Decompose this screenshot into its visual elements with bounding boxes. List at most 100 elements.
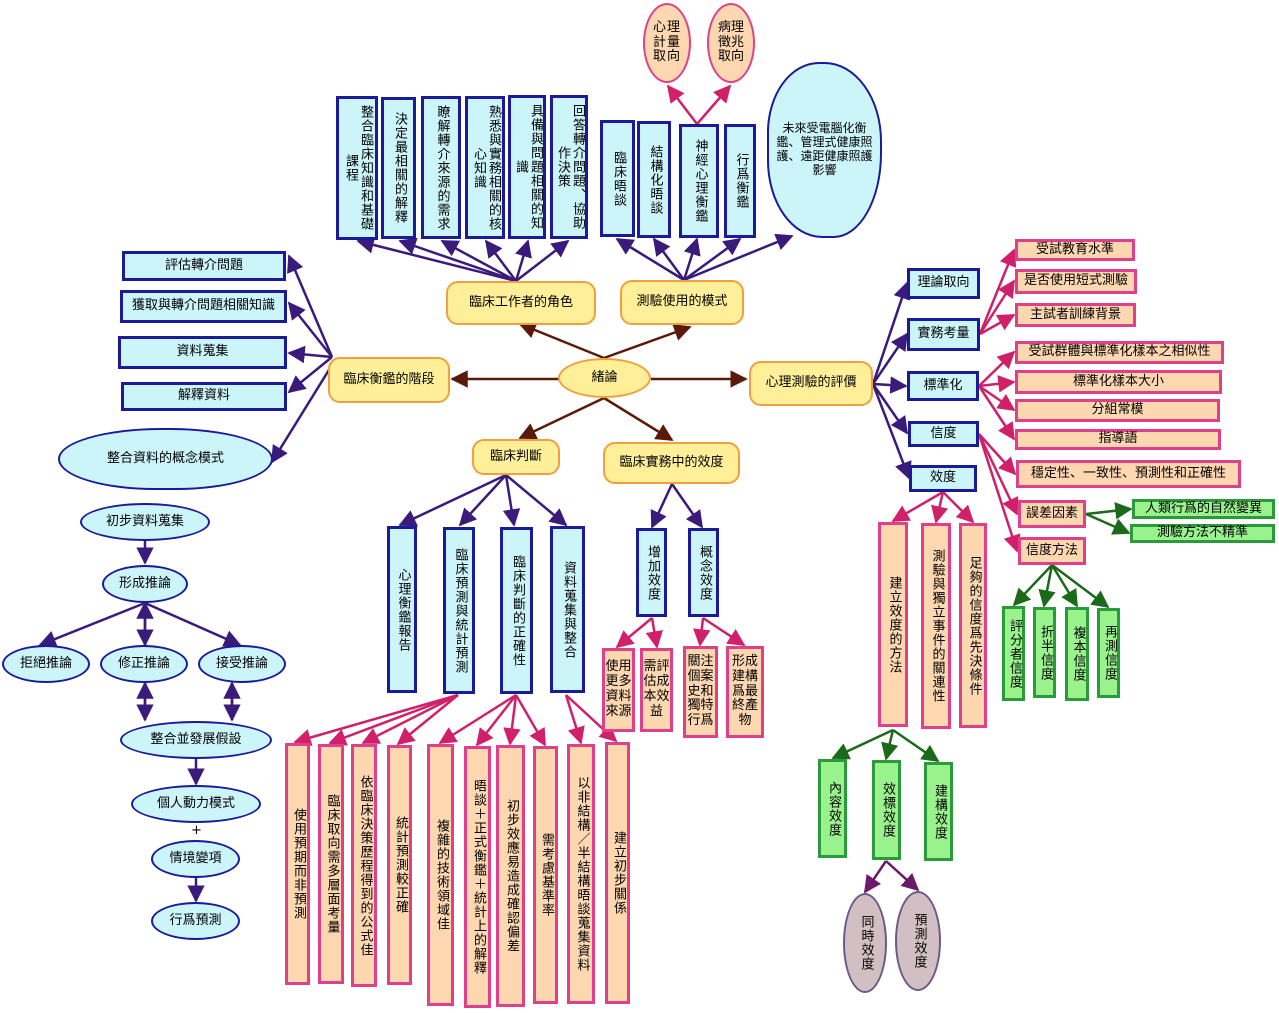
judgment-item[interactable]: 臨床判斷的正確性 (500, 527, 533, 694)
practical-detail[interactable]: 受試教育水準 (1015, 239, 1135, 261)
judgment-detail[interactable]: 需考慮基準率 (533, 746, 558, 1004)
standardization-detail[interactable]: 受試群體與標準化樣本之相似性 (1015, 341, 1224, 364)
topic-validity-practice[interactable]: 臨床實務中的效度 (603, 442, 740, 484)
validity-type[interactable]: 內容效度 (818, 759, 847, 858)
validity-type[interactable]: 效標效度 (872, 760, 901, 860)
connector-arrow (702, 616, 746, 647)
validity-detail[interactable]: 足夠的信度爲先決條件 (959, 523, 987, 728)
model-cloud[interactable]: 未來受電腦化衡鑑、管理式健康照護、遠距健康照護影響 (767, 62, 882, 238)
connector-arrow (328, 693, 459, 746)
topic-role[interactable]: 臨床工作者的角色 (446, 281, 596, 325)
evaluation-item[interactable]: 效度 (909, 465, 977, 492)
connector-arrow (514, 239, 532, 282)
model-item[interactable]: 結構化晤談 (637, 121, 671, 238)
reliability-detail[interactable]: 穩定性、一致性、預測性和正確性 (1016, 460, 1241, 488)
validity-type-label: 效標效度 (879, 782, 895, 838)
role-item[interactable]: 瞭解轉介來源的需求 (421, 96, 461, 239)
validity-practice-item[interactable]: 概念效度 (688, 528, 719, 617)
role-item[interactable]: 整合臨床知識和基礎課程 (336, 96, 378, 240)
topic-judgment[interactable]: 臨床判斷 (472, 439, 560, 475)
model-item[interactable]: 行爲衡鑑 (724, 124, 756, 238)
conceptual-detail[interactable]: 關注個案史和獨特行爲 (683, 646, 718, 738)
flow-initial-label: 初步資料蒐集 (105, 513, 184, 529)
criterion-type[interactable]: 同時效度 (843, 893, 887, 993)
flow-infer-label: 形成推論 (118, 575, 171, 591)
neuro-orientation[interactable]: 病理徵兆取向 (707, 3, 755, 83)
judgment-detail[interactable]: 使用預期而非預測 (285, 743, 310, 985)
flow-integrate[interactable]: 整合並發展假設 (120, 721, 272, 759)
validity-practice-item[interactable]: 增加效度 (636, 528, 667, 617)
evaluation-item-label: 實務考量 (917, 326, 970, 342)
role-item[interactable]: 具備與問題相關的知識 (508, 95, 546, 239)
standardization-detail[interactable]: 標準化樣本大小 (1015, 370, 1222, 394)
role-item[interactable]: 回答轉介問題、協助作決策 (550, 95, 588, 239)
model-item[interactable]: 神經心理衡鑑 (679, 124, 719, 238)
flow-reject[interactable]: 拒絕推論 (2, 645, 90, 683)
connector-arrow (1085, 502, 1133, 520)
judgment-detail[interactable]: 臨床取向需多層面考量 (318, 744, 344, 984)
reliability-method-label: 複本信度 (1070, 626, 1086, 682)
judgment-detail[interactable]: 晤談＋正式衡鑑＋統計上的解釋 (464, 746, 491, 1008)
flow-situational[interactable]: 情境變項 (151, 840, 240, 878)
error-detail[interactable]: 人類行爲的自然變異 (1132, 499, 1275, 519)
error-detail[interactable]: 測驗方法不精準 (1130, 524, 1275, 543)
validity-detail[interactable]: 建立效度的方法 (878, 522, 908, 727)
neuro-orientation[interactable]: 心理計量取向 (643, 3, 691, 83)
criterion-type[interactable]: 預測效度 (895, 891, 941, 991)
flow-revise[interactable]: 修正推論 (100, 645, 188, 683)
evaluation-item[interactable]: 理論取向 (907, 268, 980, 299)
judgment-detail[interactable]: 複雜的技術領域佳 (427, 744, 454, 1006)
flow-infer[interactable]: 形成推論 (102, 565, 188, 603)
reliability-method[interactable]: 評分者信度 (1002, 606, 1025, 701)
role-item[interactable]: 決定最相關的解釋 (381, 97, 416, 239)
stage-bubble[interactable]: 整合資料的概念模式 (58, 428, 273, 490)
stage-item[interactable]: 解釋資料 (121, 382, 287, 411)
reliability-method[interactable]: 複本信度 (1065, 607, 1089, 701)
judgment-item[interactable]: 心理衡鑑報告 (387, 526, 417, 693)
reliability-detail[interactable]: 信度方法 (1018, 537, 1086, 565)
role-item[interactable]: 熟悉與實務相關的核心知識 (465, 96, 505, 239)
evaluation-item[interactable]: 標準化 (907, 371, 979, 401)
standardization-detail[interactable]: 分組常模 (1015, 399, 1220, 422)
validity-detail[interactable]: 測驗與獨立事件的關連性 (921, 523, 951, 729)
judgment-item-label: 心理衡鑑報告 (395, 567, 411, 652)
conceptual-detail[interactable]: 形成建構爲最終產物 (726, 646, 764, 738)
stage-item[interactable]: 評估轉介問題 (122, 251, 286, 281)
practical-detail[interactable]: 是否使用短式測驗 (1015, 269, 1137, 294)
standardization-detail[interactable]: 指導語 (1015, 429, 1221, 450)
judgment-detail-label: 建立初步關係 (610, 831, 626, 915)
judgment-detail-label: 複雜的技術領域佳 (433, 819, 449, 931)
evaluation-item[interactable]: 信度 (908, 421, 979, 447)
stage-item-label: 解釋資料 (177, 388, 230, 404)
incremental-detail[interactable]: 使用更多資料來源 (602, 648, 635, 732)
topic-stages[interactable]: 臨床衡鑑的階段 (328, 357, 450, 403)
stage-item[interactable]: 資料蒐集 (118, 336, 287, 369)
judgment-item[interactable]: 臨床預測與統計預測 (443, 527, 475, 694)
judgment-item[interactable]: 資料蒐集與整合 (550, 526, 585, 693)
validity-type[interactable]: 建構效度 (924, 762, 953, 861)
flow-dynamic[interactable]: 個人動力模式 (131, 785, 261, 823)
judgment-detail[interactable]: 以非結構／半結構晤談蒐集資料 (567, 744, 595, 1004)
connector-arrow (603, 396, 674, 442)
reliability-method[interactable]: 再測信度 (1097, 608, 1120, 698)
incremental-detail[interactable]: 需評估成本效益 (640, 648, 673, 732)
practical-detail[interactable]: 主試者訓練背景 (1015, 303, 1136, 327)
center-node[interactable]: 緒論 (558, 358, 651, 398)
stage-item[interactable]: 獲取與轉介問題相關知識 (120, 290, 287, 323)
topic-evaluation[interactable]: 心理測驗的評價 (749, 361, 873, 406)
model-item[interactable]: 臨床晤談 (600, 120, 635, 237)
reliability-detail[interactable]: 誤差因素 (1018, 500, 1086, 528)
reliability-method[interactable]: 折半信度 (1033, 607, 1056, 698)
judgment-detail[interactable]: 依臨床決策歷程得到的公式佳 (351, 744, 377, 987)
flow-initial[interactable]: 初步資料蒐集 (80, 503, 210, 541)
reliability-detail-label: 穩定性、一致性、預測性和正確性 (1030, 465, 1226, 481)
topic-model[interactable]: 測驗使用的模式 (620, 280, 744, 325)
judgment-detail[interactable]: 初步效應易造成確認偏差 (496, 745, 525, 1007)
model-item-label: 結構化晤談 (647, 144, 663, 215)
judgment-detail[interactable]: 統計預測較正確 (387, 745, 412, 985)
judgment-detail[interactable]: 建立初步關係 (605, 742, 630, 1004)
flow-accept[interactable]: 接受推論 (198, 645, 286, 683)
flow-predict[interactable]: 行爲預測 (151, 902, 240, 940)
evaluation-item[interactable]: 實務考量 (907, 318, 980, 351)
